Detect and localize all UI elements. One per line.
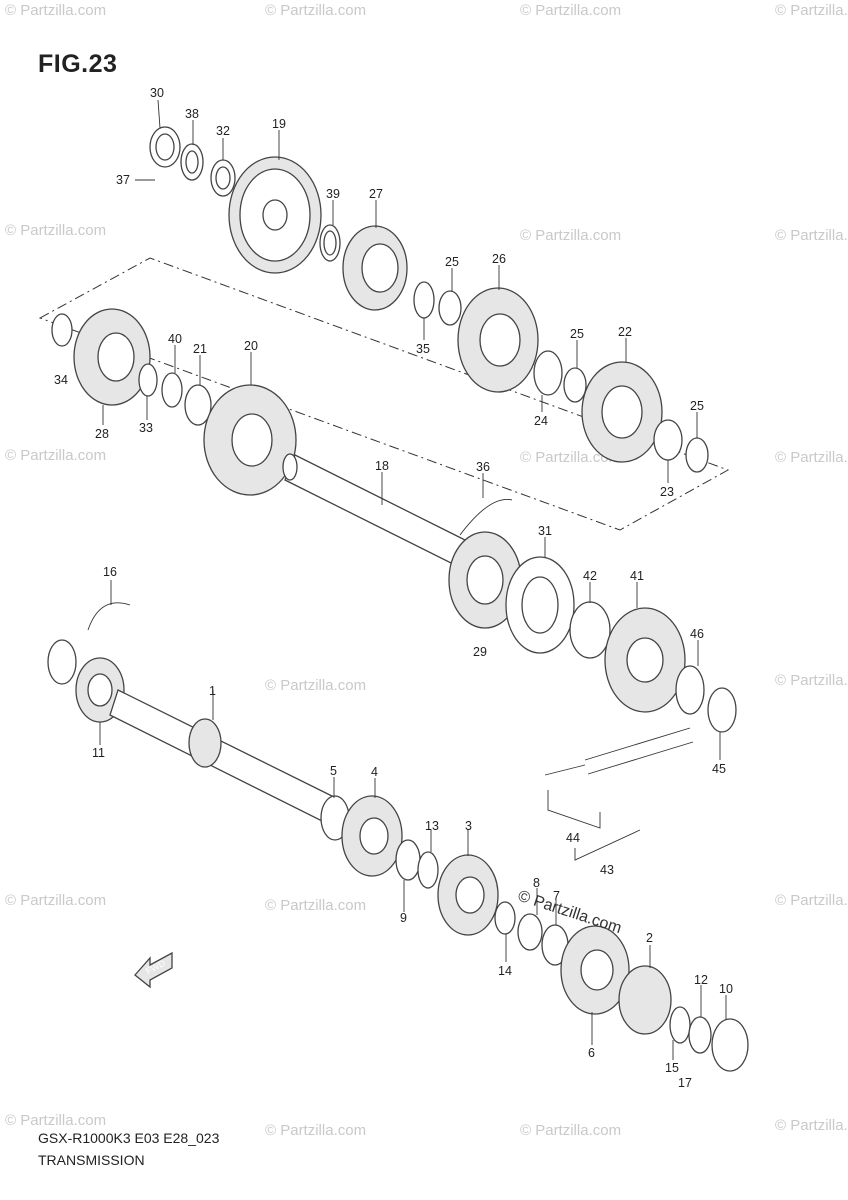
callout-12: 12 [694, 973, 708, 987]
watermark: © Partzilla.com [520, 227, 621, 244]
callout-23: 23 [660, 485, 674, 499]
callout-20: 20 [244, 339, 258, 353]
callout-2: 2 [646, 931, 653, 945]
callout-15: 15 [665, 1061, 679, 1075]
callout-26: 26 [492, 252, 506, 266]
section-name: TRANSMISSION [38, 1152, 145, 1168]
watermark: © Partzilla.com [5, 1112, 106, 1129]
drive-chain [584, 727, 694, 775]
callout-10: 10 [719, 982, 733, 996]
callout-7: 7 [553, 889, 560, 903]
watermark: © Partzilla.com [775, 892, 848, 909]
callout-1: 1 [209, 684, 216, 698]
watermark: © Partzilla.com [520, 449, 621, 466]
callout-labels: 30 38 32 19 37 39 27 25 26 35 25 22 24 2… [54, 86, 733, 1090]
callout-39: 39 [326, 187, 340, 201]
callout-29: 29 [473, 645, 487, 659]
watermark: © Partzilla.com [520, 2, 621, 19]
callout-5: 5 [330, 764, 337, 778]
callout-17: 17 [678, 1076, 692, 1090]
watermark: © Partzilla.com [775, 449, 848, 466]
watermark: © Partzilla.com [520, 1122, 621, 1139]
watermark: © Partzilla.com [5, 2, 106, 19]
callout-14: 14 [498, 964, 512, 978]
fwd-arrow [134, 951, 173, 989]
watermark: © Partzilla.com [265, 1122, 366, 1139]
circlip-16 [87, 602, 131, 631]
callout-43: 43 [600, 863, 614, 877]
assembly-outline-upper [38, 257, 730, 531]
callout-11: 11 [92, 746, 105, 760]
callout-30: 30 [150, 86, 164, 100]
upper-parts [51, 126, 737, 733]
callout-32: 32 [216, 124, 230, 138]
callout-34: 34 [54, 373, 68, 387]
callout-36: 36 [476, 460, 490, 474]
callout-46: 46 [690, 627, 704, 641]
callout-3: 3 [465, 819, 472, 833]
callout-4: 4 [371, 765, 378, 779]
callout-35: 35 [416, 342, 430, 356]
lower-parts [47, 602, 749, 1072]
watermark: © Partzilla.com [775, 1117, 848, 1134]
callout-45: 45 [712, 762, 726, 776]
callout-31: 31 [538, 524, 552, 538]
callout-8: 8 [533, 876, 540, 890]
callout-13: 13 [425, 819, 439, 833]
watermark: © Partzilla.com [265, 677, 366, 694]
watermark: © Partzilla.com [265, 2, 366, 19]
callout-24: 24 [534, 414, 548, 428]
callout-16: 16 [103, 565, 117, 579]
watermark: © Partzilla.com [5, 892, 106, 909]
callout-18: 18 [375, 459, 389, 473]
watermark: © Partzilla.com [775, 227, 848, 244]
watermark: © Partzilla.com [265, 897, 366, 914]
callout-38: 38 [185, 107, 199, 121]
callout-25a: 25 [445, 255, 459, 269]
callout-19: 19 [272, 117, 286, 131]
callout-21: 21 [193, 342, 207, 356]
callout-41: 41 [630, 569, 644, 583]
callout-25c: 25 [690, 399, 704, 413]
callout-22: 22 [618, 325, 632, 339]
watermark: © Partzilla.com [775, 2, 848, 19]
watermark: © Partzilla.com [5, 222, 106, 239]
callout-28: 28 [95, 427, 109, 441]
callout-9: 9 [400, 911, 407, 925]
leader-lines [99, 99, 727, 1060]
callout-6: 6 [588, 1046, 595, 1060]
watermark-layer: © Partzilla.com © Partzilla.com © Partzi… [5, 2, 848, 1139]
footer: GSX-R1000K3 E03 E28_023 TRANSMISSION [38, 1127, 219, 1171]
callout-25b: 25 [570, 327, 584, 341]
callout-44: 44 [566, 831, 580, 845]
callout-42: 42 [583, 569, 597, 583]
model-code: GSX-R1000K3 E03 E28_023 [38, 1130, 220, 1146]
callout-40: 40 [168, 332, 182, 346]
watermark: © Partzilla.com [775, 672, 848, 689]
figure-title: FIG.23 [38, 50, 118, 78]
callout-33: 33 [139, 421, 153, 435]
callout-27: 27 [369, 187, 383, 201]
watermark: © Partzilla.com [5, 447, 106, 464]
callout-37: 37 [116, 173, 130, 187]
